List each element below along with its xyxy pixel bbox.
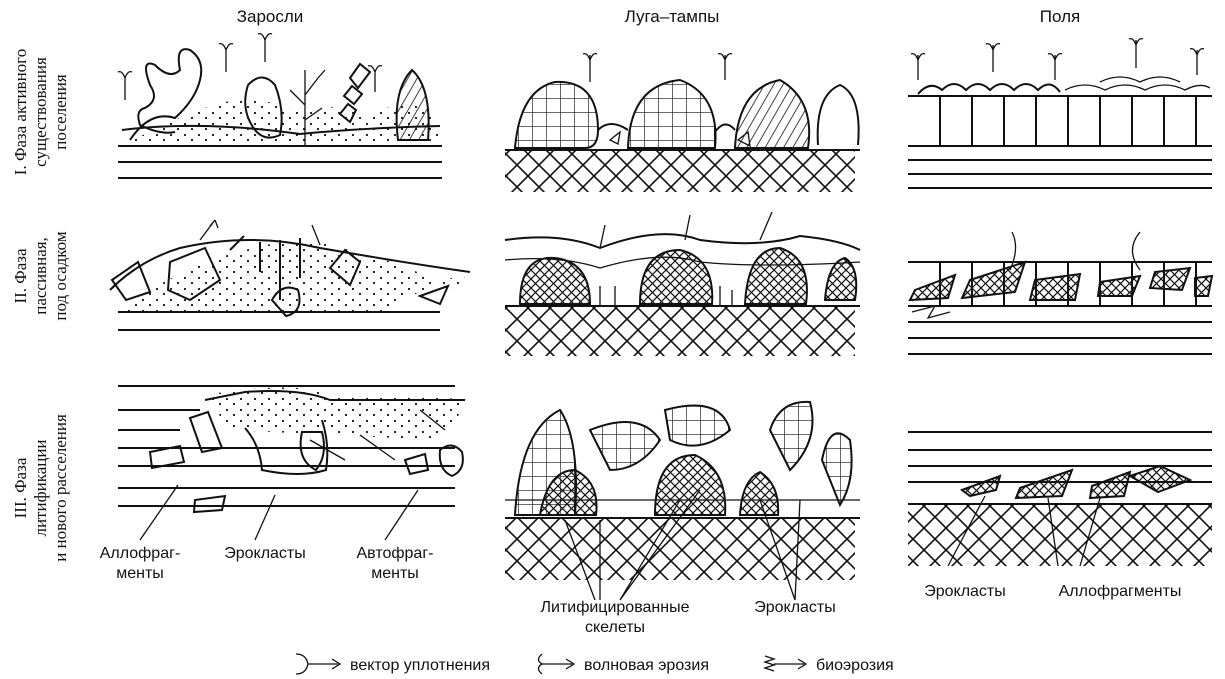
phase-label-3: III. Фаза литификации и нового расселени… xyxy=(11,414,70,562)
panel-meadows-phase-2 xyxy=(505,212,860,356)
label-lithified-skeletons-1: Литифицированные xyxy=(541,599,690,616)
label-lithified-skeletons-2: скелеты xyxy=(585,619,645,636)
column-title-thickets: Заросли xyxy=(237,7,304,26)
panel-fields-phase-2 xyxy=(908,232,1212,354)
label-eroclasts-col1: Эрокласты xyxy=(224,545,306,562)
panel-thickets-phase-1 xyxy=(118,34,442,178)
bioerosion-icon xyxy=(765,656,806,671)
phase-2-line-1: II. Фаза xyxy=(11,248,30,304)
legend-bioerosion: биоэрозия xyxy=(816,657,894,674)
legend-wave-erosion: волновая эрозия xyxy=(584,657,709,674)
legend: вектор уплотнения волновая эрозия биоэро… xyxy=(296,654,894,674)
label-allofragments-1: Аллофраг- xyxy=(100,545,181,562)
phase-3-line-2: литификации xyxy=(31,439,50,536)
panel-fields-phase-1 xyxy=(908,39,1212,188)
fields-labels: Эрокласты Аллофрагменты xyxy=(924,583,1181,600)
label-eroclasts-col3: Эрокласты xyxy=(924,583,1006,600)
phase-label-2: II. Фаза пассивная, под осадком xyxy=(11,231,70,320)
label-autofragments-1: Автофраг- xyxy=(357,545,434,562)
thickets-labels: Аллофраг- менты Эрокласты Автофраг- мент… xyxy=(100,485,434,582)
phase-1-line-1: I. Фаза активного xyxy=(11,49,30,175)
column-title-fields: Поля xyxy=(1040,7,1080,26)
phase-3-line-3: и нового расселения xyxy=(51,414,70,562)
phase-1-line-2: существования xyxy=(31,57,50,167)
label-eroclasts-col2: Эрокласты xyxy=(754,599,836,616)
panel-meadows-phase-3 xyxy=(505,402,860,580)
phase-2-line-3: под осадком xyxy=(51,231,70,320)
phase-label-1: I. Фаза активного существования поселени… xyxy=(11,49,70,175)
panel-thickets-phase-3 xyxy=(118,386,470,512)
label-autofragments-2: менты xyxy=(371,565,419,582)
column-title-meadows: Луга–тампы xyxy=(625,7,720,26)
wave-erosion-icon xyxy=(539,654,575,674)
phase-3-line-1: III. Фаза xyxy=(11,457,30,518)
label-allofragments-col3: Аллофрагменты xyxy=(1059,583,1182,600)
legend-compaction-vector: вектор уплотнения xyxy=(350,657,490,674)
phase-2-line-2: пассивная, xyxy=(31,237,50,315)
panel-meadows-phase-1 xyxy=(505,54,860,192)
compaction-vector-icon xyxy=(296,654,340,674)
label-allofragments-2: менты xyxy=(116,565,164,582)
phase-1-line-3: поселения xyxy=(51,74,70,150)
panel-thickets-phase-2 xyxy=(110,220,470,330)
panel-fields-phase-3 xyxy=(908,432,1212,566)
